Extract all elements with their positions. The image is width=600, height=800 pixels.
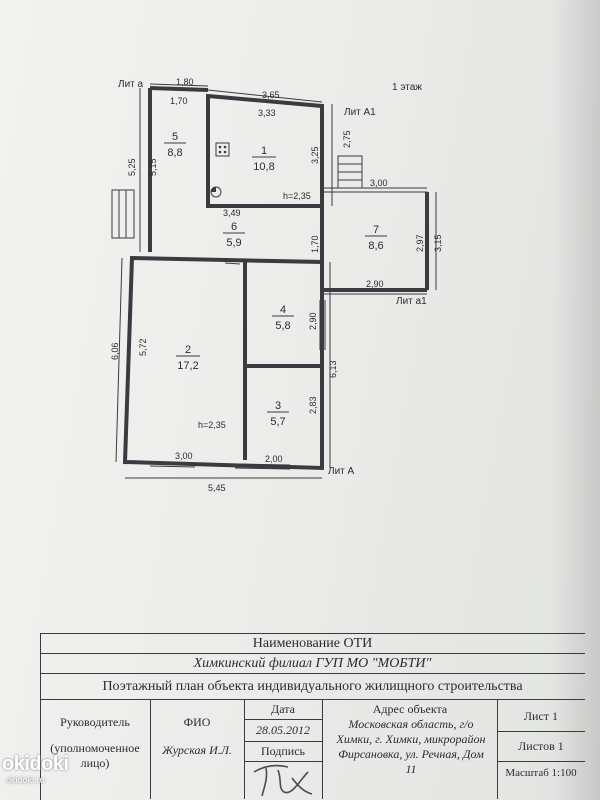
watermark-url: okidoki.ru — [6, 775, 45, 785]
room-number: 7 — [373, 224, 379, 236]
dimension-label: 3,00 — [370, 178, 388, 188]
room-number: 5 — [172, 131, 178, 143]
lit-A-label: Лит А — [328, 466, 355, 477]
dimension-label: 3,33 — [258, 108, 276, 118]
sheets-label: Листов 1 — [518, 739, 564, 753]
room-area: 8,6 — [368, 240, 383, 252]
plan-title: Поэтажный план объекта индивидуального ж… — [40, 673, 585, 700]
height-label: h=2,35 — [283, 191, 311, 201]
dimension-label: 6,13 — [328, 360, 338, 378]
dimension-label: 2,90 — [366, 279, 384, 289]
dimension-label: 3,25 — [310, 146, 320, 164]
dimension-label: 5,25 — [127, 158, 137, 176]
address-label: Адрес объекта — [372, 702, 448, 716]
room-area: 5,9 — [226, 237, 241, 249]
stove-icon — [215, 142, 230, 157]
lit-A1-label: Лит А1 — [344, 107, 376, 118]
room-area: 5,7 — [270, 416, 285, 428]
room-number: 1 — [261, 145, 267, 157]
floor-label: 1 этаж — [392, 82, 422, 93]
room-number: 3 — [275, 400, 281, 412]
dimension-label: 6,06 — [110, 342, 120, 360]
room-area: 5,8 — [275, 320, 290, 332]
boiler-icon — [210, 186, 222, 198]
signature-label: Подпись — [260, 744, 306, 758]
dimension-label: 1,70 — [310, 235, 320, 253]
dimension-label: 3,49 — [223, 208, 241, 218]
room-number: 2 — [185, 344, 191, 356]
dimension-label: 2,00 — [265, 454, 283, 464]
authorized-label: (уполномоченное лицо) — [50, 741, 140, 770]
scale-label: Масштаб 1:100 — [505, 767, 577, 779]
head-label: Руководитель — [60, 715, 130, 729]
dimension-label: 2,90 — [308, 312, 318, 330]
dimension-label: 2,83 — [308, 396, 318, 414]
dimension-label: 2,97 — [415, 234, 425, 252]
dimension-label: 3,00 — [175, 451, 193, 461]
room-area: 10,8 — [253, 161, 274, 173]
dimension-label: 2,75 — [342, 130, 352, 148]
height-label: h=2,35 — [198, 420, 226, 430]
branch-name: Химкинский филиал ГУП МО "МОБТИ" — [40, 653, 585, 674]
lit-a-label: Лит а — [118, 79, 144, 90]
room-number: 6 — [231, 221, 237, 233]
date-value: 28.05.2012 — [256, 723, 310, 737]
signature-scribble — [253, 764, 313, 797]
sheet-label: Лист 1 — [523, 709, 559, 723]
page-edge-shadow — [550, 0, 600, 800]
dimension-label: 5,45 — [208, 483, 226, 493]
date-label: Дата — [271, 702, 295, 716]
dimension-label: 1,80 — [176, 77, 194, 87]
dimension-lines — [115, 83, 437, 479]
steps — [111, 155, 363, 239]
title-header: Наименование ОТИ — [40, 633, 585, 654]
address-value: Московская область, г/о Химки, г. Химки,… — [336, 717, 486, 776]
floor-plan: Лит а Лит А1 Лит а1 Лит А 1 этаж 5 8,8 1… — [110, 77, 443, 493]
lit-a1-label: Лит а1 — [396, 296, 427, 307]
dimension-label: 1,70 — [170, 96, 188, 106]
fio-label: ФИО — [183, 715, 211, 729]
plan-walls — [122, 86, 429, 471]
title-block: Наименование ОТИ Химкинский филиал ГУП М… — [40, 633, 585, 800]
dimension-label: 5,15 — [148, 158, 158, 176]
dimension-label: 5,72 — [138, 338, 148, 356]
fio-value: Журская И.Л. — [162, 743, 232, 757]
dimension-label: 3,15 — [433, 234, 443, 252]
room-area: 8,8 — [167, 147, 182, 159]
room-number: 4 — [280, 304, 286, 316]
watermark-logo: okidoki — [2, 753, 69, 775]
window-marks — [149, 258, 326, 470]
dimension-label: 3,65 — [262, 90, 280, 100]
room-area: 17,2 — [177, 360, 198, 372]
